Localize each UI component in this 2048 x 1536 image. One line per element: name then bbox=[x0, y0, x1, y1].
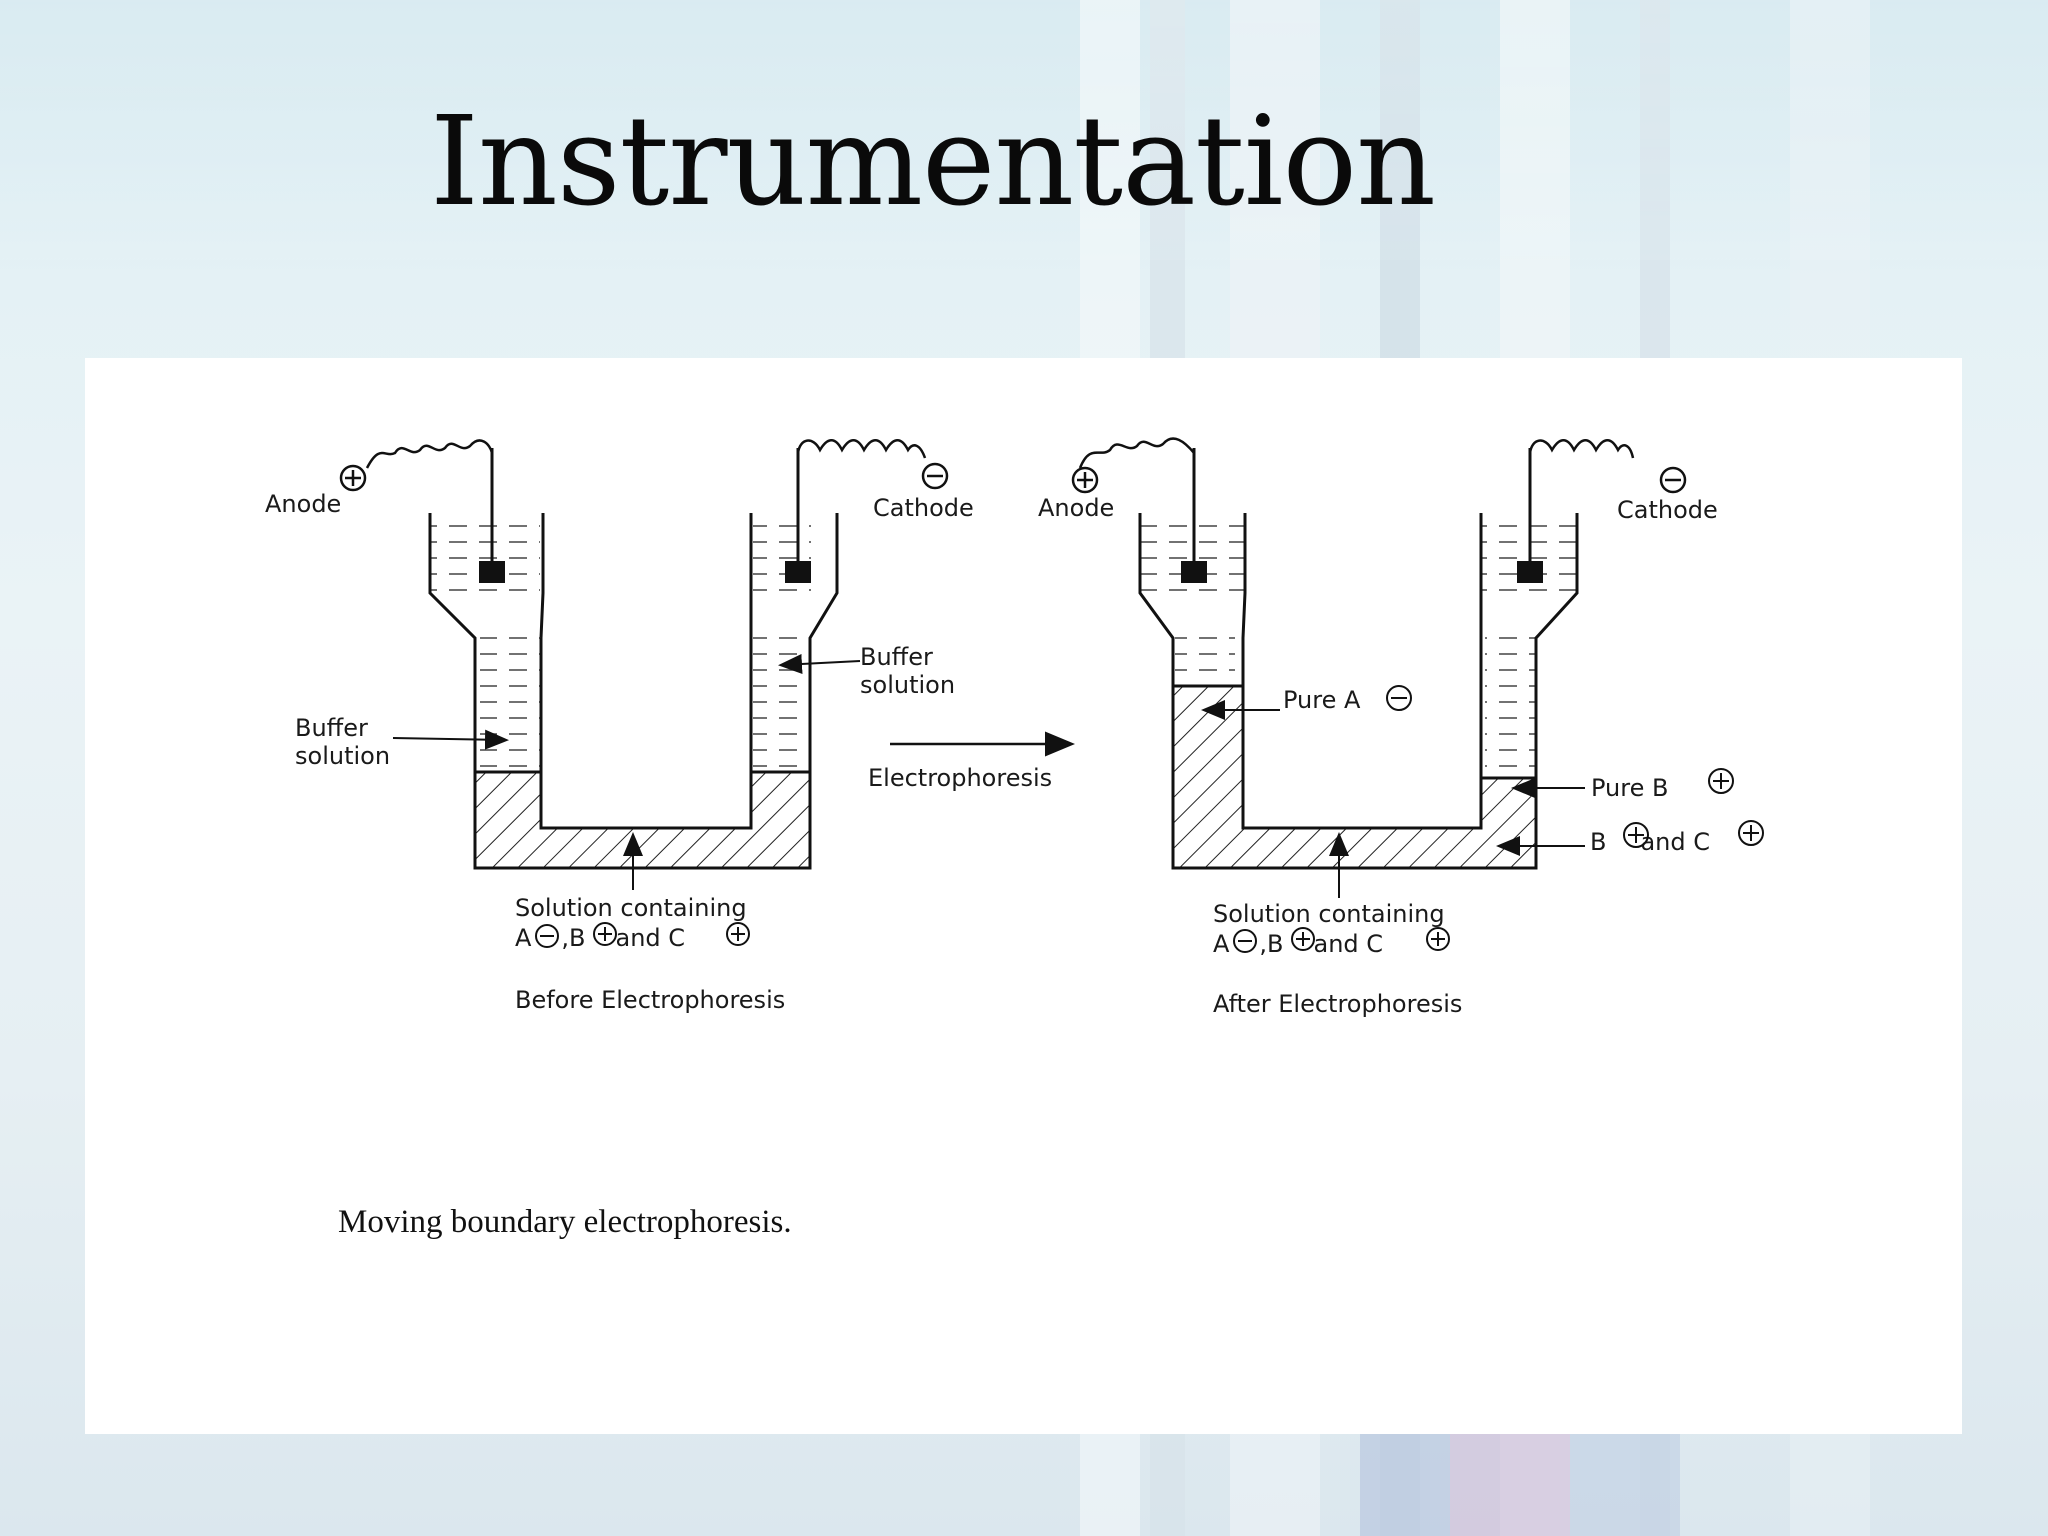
after-pure-b-label: Pure B bbox=[1591, 774, 1668, 802]
after-right-buffer-fill bbox=[1480, 518, 1576, 598]
after-anode-plus-icon bbox=[1071, 466, 1099, 494]
before-ion-b-plus-icon bbox=[593, 922, 617, 946]
after-ion-a-minus-icon bbox=[1233, 929, 1257, 953]
before-buffer-right-line2: solution bbox=[860, 671, 955, 699]
after-and-c: and C bbox=[1640, 828, 1710, 856]
before-ion-a-minus-icon bbox=[535, 924, 559, 948]
before-ion-c-plus-icon bbox=[726, 922, 750, 946]
before-right-buffer-neck bbox=[753, 630, 798, 770]
before-cathode-minus-icon bbox=[921, 462, 949, 490]
slide-title: Instrumentation bbox=[430, 90, 1436, 234]
after-pure-b-plus-icon bbox=[1708, 768, 1734, 794]
before-state-label: Before Electrophoresis bbox=[515, 986, 785, 1014]
before-u-tube bbox=[428, 513, 839, 870]
before-buffer-left-line1: Buffer bbox=[295, 714, 368, 742]
after-cathode-coil bbox=[1528, 439, 1635, 459]
after-cathode-label: Cathode bbox=[1617, 496, 1718, 524]
after-b-plus-icon bbox=[1623, 822, 1649, 848]
after-b-ion: B bbox=[1590, 828, 1606, 856]
after-cathode-electrode bbox=[1517, 561, 1543, 583]
after-ion-c-plus-icon bbox=[1426, 927, 1450, 951]
after-solution-ions: A ,B and C bbox=[1213, 930, 1383, 958]
process-label: Electrophoresis bbox=[868, 764, 1052, 792]
after-right-buffer-neck bbox=[1485, 630, 1537, 770]
before-cathode-electrode bbox=[785, 561, 811, 583]
before-buffer-right-line1: Buffer bbox=[860, 643, 933, 671]
before-right-buffer-fill bbox=[753, 518, 811, 598]
before-buffer-right-pointer bbox=[778, 653, 861, 674]
before-apparatus: Anode Cathode Buffer solution Buffer sol… bbox=[265, 439, 974, 1014]
before-cathode-label: Cathode bbox=[873, 494, 974, 522]
before-solution-line1: Solution containing bbox=[515, 894, 747, 922]
before-buffer-left-pointer bbox=[392, 729, 509, 750]
ion-b: ,B bbox=[561, 924, 585, 952]
after-anode-coil bbox=[1078, 437, 1195, 469]
before-cathode-coil bbox=[796, 439, 927, 459]
before-anode-electrode bbox=[479, 561, 505, 583]
after-ion-c: and C bbox=[1314, 930, 1384, 958]
after-anode-electrode bbox=[1181, 561, 1207, 583]
after-state-label: After Electrophoresis bbox=[1213, 990, 1462, 1018]
after-ion-a: A bbox=[1213, 930, 1230, 958]
after-pure-a-minus-icon bbox=[1386, 685, 1412, 711]
after-solution-line1: Solution containing bbox=[1213, 900, 1445, 928]
before-left-buffer-neck bbox=[480, 630, 540, 770]
after-left-buffer-neck bbox=[1175, 630, 1235, 686]
before-sample-region bbox=[473, 770, 812, 870]
before-anode-label: Anode bbox=[265, 490, 341, 518]
figure-panel: Anode Cathode Buffer solution Buffer sol… bbox=[85, 358, 1962, 1434]
after-ion-b: ,B bbox=[1259, 930, 1283, 958]
after-c-plus-icon bbox=[1738, 820, 1764, 846]
electrophoresis-diagram: Anode Cathode Buffer solution Buffer sol… bbox=[265, 437, 1764, 1018]
after-left-buffer-fill bbox=[1140, 518, 1244, 598]
before-anode-coil bbox=[365, 439, 494, 469]
before-left-buffer-fill bbox=[430, 518, 540, 598]
after-cathode-minus-icon bbox=[1659, 466, 1687, 494]
after-u-tube bbox=[1138, 513, 1579, 870]
before-anode-plus-icon bbox=[339, 464, 367, 492]
ion-a: A bbox=[515, 924, 532, 952]
after-pure-a-label: Pure A bbox=[1283, 686, 1361, 714]
before-buffer-left-line2: solution bbox=[295, 742, 390, 770]
ion-c: and C bbox=[616, 924, 686, 952]
after-anode-label: Anode bbox=[1038, 494, 1114, 522]
after-ion-b-plus-icon bbox=[1291, 927, 1315, 951]
before-solution-ions: A ,B and C bbox=[515, 924, 685, 952]
figure-caption: Moving boundary electrophoresis. bbox=[338, 1204, 792, 1240]
